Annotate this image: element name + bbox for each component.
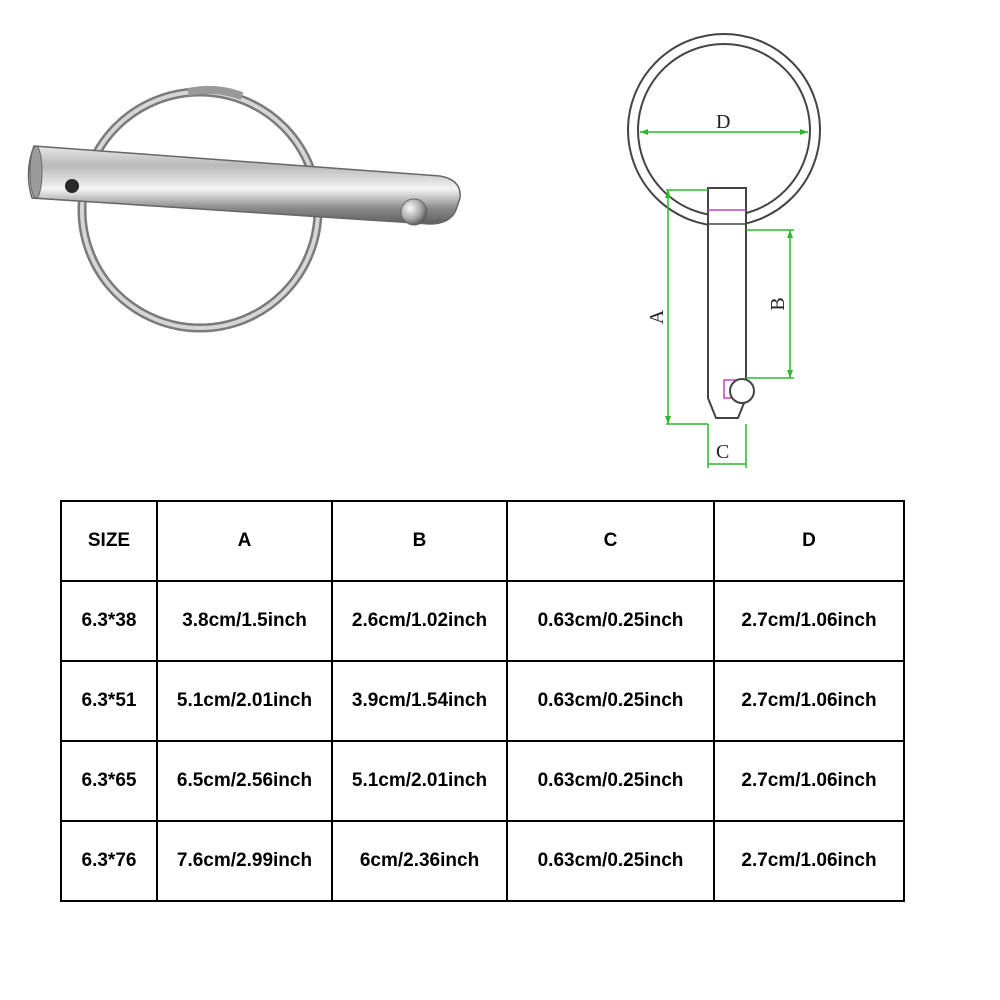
cell-b: 6cm/2.36inch [331, 820, 508, 902]
pin-outline [707, 187, 747, 419]
dimension-a-label: A [646, 309, 668, 324]
dimension-d-label: D [716, 111, 730, 133]
dimension-c-label: C [716, 441, 729, 463]
cell-d: 2.7cm/1.06inch [713, 580, 905, 662]
header-d: D [713, 500, 905, 582]
header-a: A [156, 500, 333, 582]
dimension-b-label: B [767, 297, 789, 310]
table-row: 6.3*51 5.1cm/2.01inch 3.9cm/1.54inch 0.6… [60, 660, 905, 742]
table-row: 6.3*38 3.8cm/1.5inch 2.6cm/1.02inch 0.63… [60, 580, 905, 662]
cell-a: 3.8cm/1.5inch [156, 580, 333, 662]
cell-d: 2.7cm/1.06inch [713, 740, 905, 822]
cell-a: 7.6cm/2.99inch [156, 820, 333, 902]
cell-size: 6.3*76 [60, 820, 158, 902]
product-photo [27, 85, 461, 333]
cell-d: 2.7cm/1.06inch [713, 660, 905, 742]
header-size: SIZE [60, 500, 158, 582]
cell-c: 0.63cm/0.25inch [506, 740, 715, 822]
cell-size: 6.3*51 [60, 660, 158, 742]
cell-a: 6.5cm/2.56inch [156, 740, 333, 822]
detent-ball [400, 198, 428, 226]
table-header-row: SIZE A B C D [60, 500, 905, 582]
dimension-diagram: D A B C [627, 33, 821, 468]
cell-b: 5.1cm/2.01inch [331, 740, 508, 822]
cell-d: 2.7cm/1.06inch [713, 820, 905, 902]
cell-c: 0.63cm/0.25inch [506, 580, 715, 662]
cell-a: 5.1cm/2.01inch [156, 660, 333, 742]
cell-size: 6.3*65 [60, 740, 158, 822]
cell-b: 3.9cm/1.54inch [331, 660, 508, 742]
detent-circle [729, 378, 755, 404]
cell-b: 2.6cm/1.02inch [331, 580, 508, 662]
cell-c: 0.63cm/0.25inch [506, 660, 715, 742]
size-spec-table: SIZE A B C D 6.3*38 3.8cm/1.5inch 2.6cm/… [60, 500, 905, 902]
table-row: 6.3*76 7.6cm/2.99inch 6cm/2.36inch 0.63c… [60, 820, 905, 902]
lynch-pin [27, 145, 461, 225]
table-row: 6.3*65 6.5cm/2.56inch 5.1cm/2.01inch 0.6… [60, 740, 905, 822]
header-b: B [331, 500, 508, 582]
cell-c: 0.63cm/0.25inch [506, 820, 715, 902]
cell-size: 6.3*38 [60, 580, 158, 662]
header-c: C [506, 500, 715, 582]
